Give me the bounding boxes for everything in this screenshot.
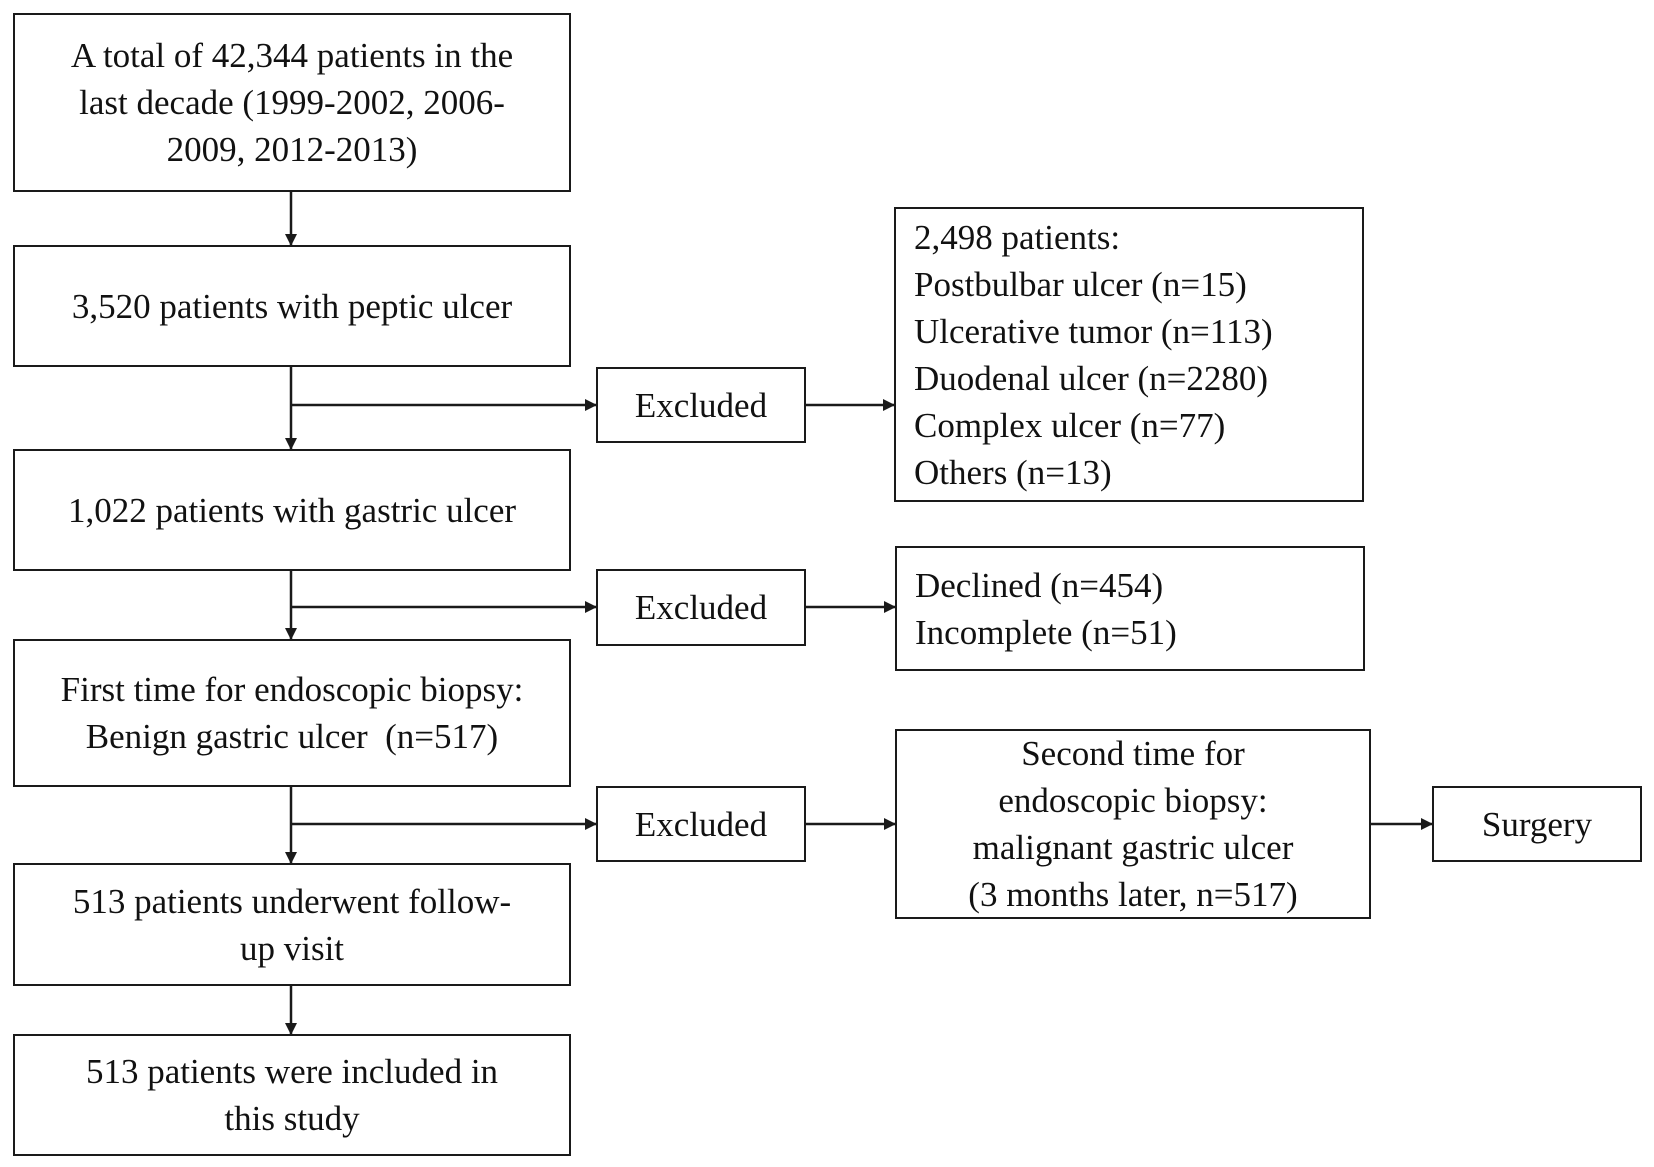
box-excluded-1: Excluded (596, 367, 806, 443)
box-line: A total of 42,344 patients in the (70, 36, 514, 75)
box-line: Excluded (634, 804, 768, 844)
box-exclusion-list-1: 2,498 patients: Postbulbar ulcer (n=15) … (894, 207, 1364, 502)
box-surgery: Surgery (1432, 786, 1642, 862)
box-line: (3 months later, n=517) (968, 875, 1298, 914)
box-excluded-2: Excluded (596, 569, 806, 646)
box-line: Excluded (634, 588, 768, 627)
box-line: 513 patients were included in (85, 1052, 499, 1091)
box-second-biopsy: Second time for endoscopic biopsy: malig… (895, 729, 1371, 919)
box-line: Complex ulcer (n=77) (914, 405, 1226, 445)
box-line: 3,520 patients with peptic ulcer (71, 286, 513, 326)
box-line: 2,498 patients: (914, 217, 1121, 257)
box-line: endoscopic biopsy: (998, 781, 1268, 820)
box-line: First time for endoscopic biopsy: (60, 670, 524, 709)
box-line: Excluded (634, 385, 768, 425)
box-line: this study (224, 1099, 360, 1138)
box-line: Surgery (1481, 804, 1593, 844)
box-line: Incomplete (n=51) (915, 612, 1177, 652)
box-line: Duodenal ulcer (n=2280) (914, 358, 1269, 398)
box-line: malignant gastric ulcer (972, 828, 1294, 867)
box-line: Second time for (1021, 734, 1245, 773)
box-line: Declined (n=454) (915, 565, 1164, 605)
box-line: Ulcerative tumor (n=113) (914, 311, 1273, 351)
box-line: Others (n=13) (914, 452, 1112, 492)
box-line: 2009, 2012-2013) (166, 130, 418, 169)
box-line: 1,022 patients with gastric ulcer (67, 490, 517, 530)
box-total-patients: A total of 42,344 patients in the last d… (13, 13, 571, 192)
box-followup: 513 patients underwent follow- up visit (13, 863, 571, 986)
box-excluded-3: Excluded (596, 786, 806, 862)
box-line: 513 patients underwent follow- (72, 881, 512, 921)
box-line: Postbulbar ulcer (n=15) (914, 264, 1247, 304)
box-line: last decade (1999-2002, 2006- (79, 83, 505, 122)
box-line: Benign gastric ulcer (n=517) (85, 717, 499, 756)
box-line: up visit (239, 928, 345, 968)
box-gastric-ulcer: 1,022 patients with gastric ulcer (13, 449, 571, 571)
box-peptic-ulcer: 3,520 patients with peptic ulcer (13, 245, 571, 367)
box-first-biopsy: First time for endoscopic biopsy: Benign… (13, 639, 571, 787)
box-included: 513 patients were included in this study (13, 1034, 571, 1156)
box-exclusion-list-2: Declined (n=454) Incomplete (n=51) (895, 546, 1365, 671)
